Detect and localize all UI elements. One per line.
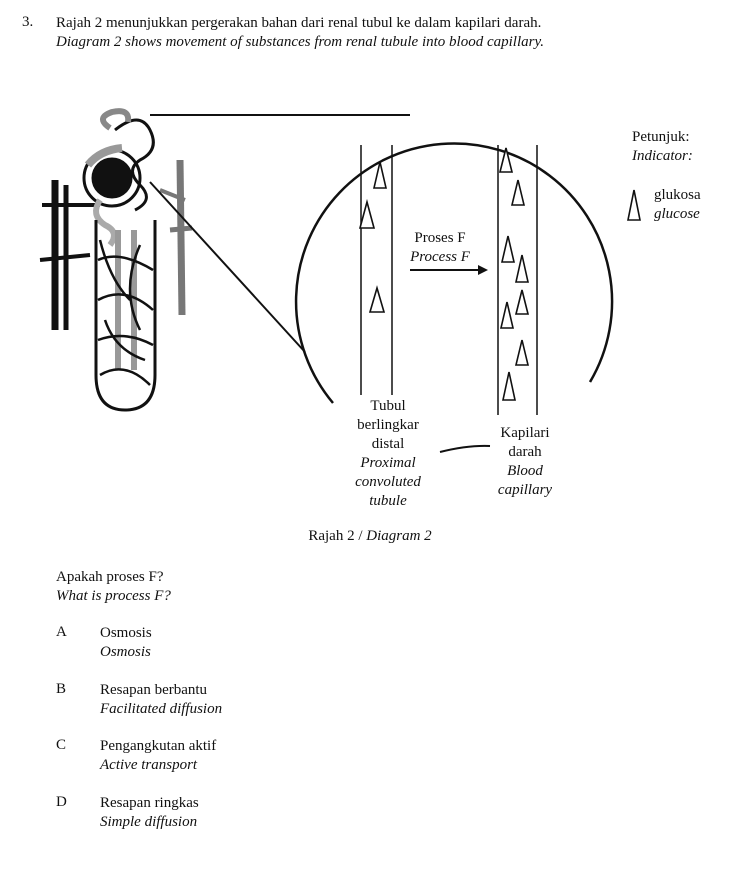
option-b-malay: Resapan berbantu — [100, 682, 208, 698]
question-stem: Rajah 2 menunjukkan pergerakan bahan dar… — [56, 14, 544, 52]
question-prompt: Apakah proses F? What is process F? — [56, 568, 171, 606]
capillary-label-english-line: capillary — [497, 482, 553, 498]
tubule-label-english-line: Proximal — [360, 455, 416, 471]
legend-item-glucose: glukosa glucose — [654, 186, 701, 224]
tubule-label-line: Tubul — [370, 398, 406, 414]
option-d-letter[interactable]: D — [56, 794, 67, 810]
process-f-malay: Proses F — [414, 230, 466, 246]
tubule-label-line: berlingkar — [357, 417, 419, 433]
process-f-english: Process F — [410, 249, 470, 265]
option-a[interactable]: Osmosis Osmosis — [100, 624, 152, 662]
option-c-english: Active transport — [100, 757, 198, 773]
tubule-glucose — [358, 161, 388, 313]
option-b-letter[interactable]: B — [56, 681, 67, 697]
caption-malay: Rajah 2 / — [308, 528, 363, 544]
nephron-diagram — [39, 108, 641, 453]
option-a-english: Osmosis — [100, 644, 151, 660]
legend-item-malay: glukosa — [654, 187, 701, 203]
prompt-malay: Apakah proses F? — [56, 569, 164, 585]
capillary-label: Kapilari darah Blood capillary — [480, 424, 570, 500]
option-d-english: Simple diffusion — [100, 814, 198, 830]
process-f-label: Proses F Process F — [395, 229, 485, 267]
option-c-letter[interactable]: C — [56, 737, 67, 753]
prompt-english: What is process F? — [56, 588, 171, 604]
option-d-malay: Resapan ringkas — [100, 795, 199, 811]
caption-english: Diagram 2 — [366, 528, 432, 544]
option-d[interactable]: Resapan ringkas Simple diffusion — [100, 794, 199, 832]
nephron-illustration — [39, 108, 193, 412]
option-a-letter[interactable]: A — [56, 624, 67, 640]
capillary-glucose — [498, 147, 530, 401]
tubule-label: Tubul berlingkar distal Proximal convolu… — [340, 397, 436, 511]
glucose-legend-triangle-icon — [627, 189, 641, 221]
diagram-caption: Rajah 2 / Diagram 2 — [0, 528, 740, 545]
option-b-english: Facilitated diffusion — [100, 701, 223, 717]
option-c[interactable]: Pengangkutan aktif Active transport — [100, 737, 216, 775]
legend-item-english: glucose — [654, 206, 700, 222]
question-stem-english: Diagram 2 shows movement of substances f… — [56, 34, 545, 50]
process-arrowhead — [478, 265, 488, 275]
capillary-label-line: darah — [508, 444, 542, 460]
tubule-label-line: distal — [371, 436, 405, 452]
tubule-label-english-line: convoluted — [355, 474, 421, 490]
option-a-malay: Osmosis — [100, 625, 152, 641]
label-pointer-line — [439, 444, 491, 453]
legend-title-english: Indicator: — [632, 148, 693, 164]
question-stem-malay: Rajah 2 menunjukkan pergerakan bahan dar… — [56, 15, 542, 31]
legend: Petunjuk: Indicator: — [632, 128, 693, 166]
question-number: 3. — [22, 14, 34, 30]
option-c-malay: Pengangkutan aktif — [100, 738, 217, 754]
tubule-label-english-line: tubule — [369, 493, 407, 509]
magnified-view-circle — [294, 142, 614, 404]
option-b[interactable]: Resapan berbantu Facilitated diffusion — [100, 681, 222, 719]
legend-title-malay: Petunjuk: — [632, 129, 690, 145]
capillary-label-english-line: Blood — [507, 463, 543, 479]
capillary-label-line: Kapilari — [500, 425, 550, 441]
